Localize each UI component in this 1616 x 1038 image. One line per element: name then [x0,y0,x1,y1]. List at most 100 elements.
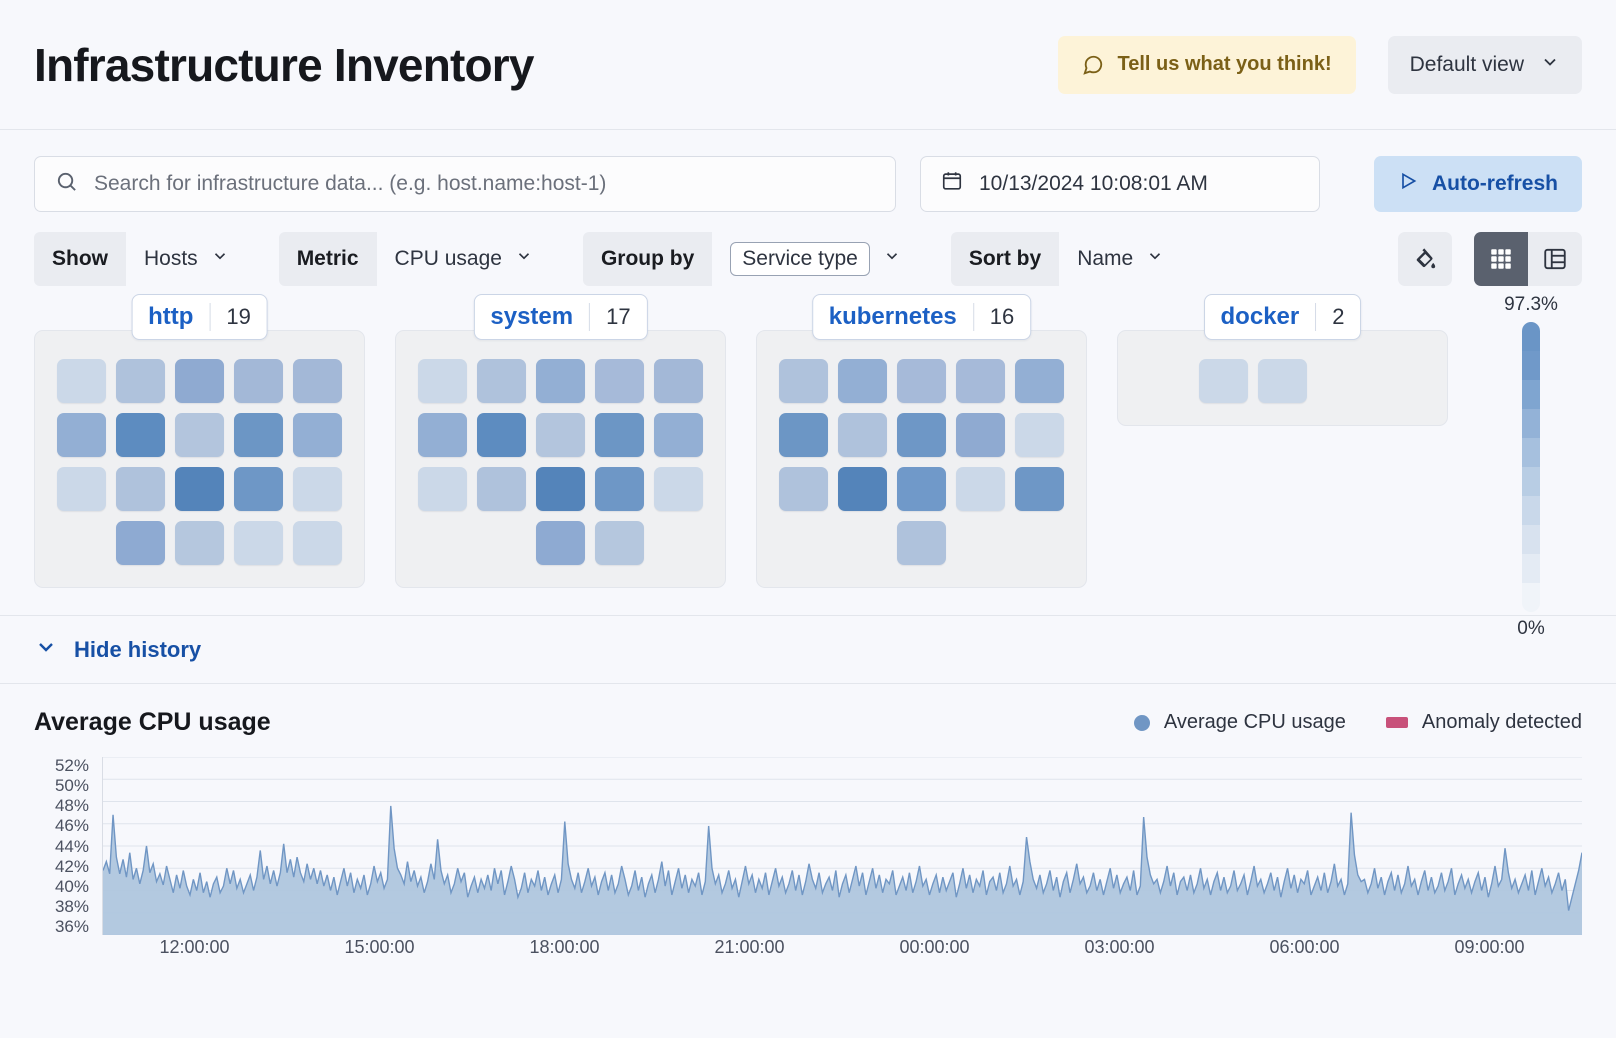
legend-item-average-cpu-usage[interactable]: Average CPU usage [1133,711,1346,734]
host-cell[interactable] [477,467,526,511]
host-cell[interactable] [418,359,467,403]
host-cell[interactable] [234,359,283,403]
host-cell[interactable] [418,467,467,511]
color-legend: 97.3% 0% [1486,294,1576,640]
host-cell[interactable] [897,521,946,565]
host-cell[interactable] [838,413,887,457]
host-cell[interactable] [595,413,644,457]
host-cell[interactable] [116,521,165,565]
host-cell[interactable] [779,359,828,403]
grid-view-button[interactable] [1474,232,1528,286]
host-cell[interactable] [536,467,585,511]
host-cell[interactable] [897,467,946,511]
legend-item-anomaly-detected[interactable]: Anomaly detected [1385,711,1582,734]
search-input-wrapper[interactable] [34,156,896,212]
host-cell[interactable] [654,359,703,403]
filter-show: Show Hosts [34,232,247,286]
filter-metric-value[interactable]: CPU usage [377,232,551,286]
host-cell[interactable] [897,359,946,403]
search-input[interactable] [94,172,875,196]
host-cell[interactable] [897,413,946,457]
host-cell[interactable] [1015,467,1064,511]
host-cell[interactable] [595,521,644,565]
chevron-down-icon [883,247,901,271]
host-cell[interactable] [779,413,828,457]
filter-sort-by: Sort by Name [950,232,1182,286]
host-cell[interactable] [57,359,106,403]
host-cell[interactable] [57,467,106,511]
x-tick-label: 15:00:00 [344,937,415,957]
group-count: 16 [972,303,1030,331]
host-cell[interactable] [1015,359,1064,403]
host-cell[interactable] [418,413,467,457]
host-cell[interactable] [116,359,165,403]
table-view-button[interactable] [1528,232,1582,286]
chevron-down-icon [1540,52,1560,78]
auto-refresh-button[interactable]: Auto-refresh [1373,156,1582,212]
x-tick-label: 00:00:00 [899,937,970,957]
host-cell[interactable] [956,359,1005,403]
host-cell[interactable] [293,359,342,403]
filter-show-value-text: Hosts [144,247,198,270]
filter-group-by: Group by Service type [582,232,919,286]
plot-area[interactable] [102,757,1582,935]
filter-sort-by-value-text: Name [1077,247,1134,270]
filter-group-by-value[interactable]: Service type [712,232,919,286]
host-cell[interactable] [234,467,283,511]
feedback-button[interactable]: Tell us what you think! [1057,35,1356,94]
group-count: 2 [1315,303,1360,331]
host-cell[interactable] [654,467,703,511]
host-cell[interactable] [595,359,644,403]
host-cell[interactable] [116,413,165,457]
host-cell[interactable] [536,359,585,403]
legend-max-label: 97.3% [1504,294,1558,315]
filter-group-by-value-text: Service type [730,242,870,276]
host-cell[interactable] [57,413,106,457]
legend-step [1522,583,1540,612]
host-cell[interactable] [779,467,828,511]
legend-step [1522,322,1540,351]
host-cell[interactable] [1258,359,1307,403]
waffle-spacer [1317,359,1366,403]
host-cell[interactable] [838,467,887,511]
host-cell[interactable] [234,413,283,457]
group-count: 17 [589,303,646,331]
host-cell[interactable] [175,359,224,403]
host-cell[interactable] [654,413,703,457]
view-selector-button[interactable]: Default view [1387,35,1582,94]
host-cell[interactable] [293,413,342,457]
host-cell[interactable] [1015,413,1064,457]
host-cell[interactable] [838,359,887,403]
filter-group-by-label: Group by [582,232,713,286]
waffle-row [779,521,1064,565]
legend-step [1522,496,1540,525]
host-cell[interactable] [956,413,1005,457]
host-cell[interactable] [293,521,342,565]
host-cell[interactable] [293,467,342,511]
host-cell[interactable] [956,467,1005,511]
date-picker[interactable]: 10/13/2024 10:08:01 AM [920,156,1320,212]
host-cell[interactable] [1199,359,1248,403]
color-palette-button[interactable] [1398,232,1452,286]
host-cell[interactable] [116,467,165,511]
filter-show-value[interactable]: Hosts [126,232,247,286]
history-toggle-bar[interactable]: Hide history [0,616,1616,684]
legend-step [1522,380,1540,409]
host-cell[interactable] [536,413,585,457]
waffle-row [57,467,342,511]
host-cell[interactable] [536,521,585,565]
host-cell[interactable] [175,467,224,511]
host-cell[interactable] [477,413,526,457]
host-cell[interactable] [234,521,283,565]
filter-sort-by-value[interactable]: Name [1059,232,1182,286]
host-cell[interactable] [175,413,224,457]
host-cell[interactable] [595,467,644,511]
host-cell[interactable] [477,359,526,403]
y-tick-label: 48% [54,796,89,816]
host-cell[interactable] [175,521,224,565]
